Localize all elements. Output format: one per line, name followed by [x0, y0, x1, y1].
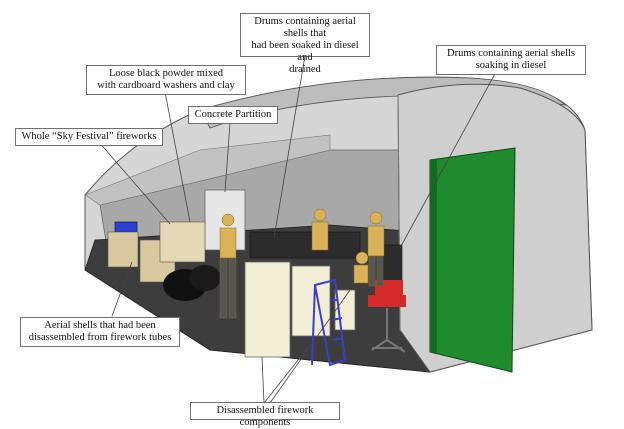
callout-drums-soaking: Drums containing aerial shells soaking i…	[436, 45, 586, 75]
figure-4-seated	[353, 251, 369, 284]
green-door-shadow	[430, 159, 437, 353]
figure-3	[367, 211, 385, 287]
black-powder-bag-2	[189, 265, 221, 291]
figure-2	[311, 208, 329, 251]
figure-1	[219, 213, 237, 319]
drums-back	[249, 231, 361, 259]
callout-concrete-partition: Concrete Partition	[188, 106, 278, 124]
callout-drums-drained: Drums containing aerial shells that had …	[240, 13, 370, 75]
callout-black-powder: Loose black powder mixed with cardboard …	[86, 65, 246, 95]
callout-aerial-shells: Aerial shells that had been disassembled…	[20, 317, 180, 347]
callout-firework-components: Disassembled firework components	[190, 402, 340, 428]
blue-trolley	[311, 278, 347, 367]
firework-box-stack-3	[159, 221, 206, 263]
red-chair-base	[371, 308, 406, 353]
green-door	[429, 147, 516, 373]
white-cabinet-1	[244, 261, 291, 358]
white-cabinet-2	[291, 265, 331, 337]
left-interior-wall	[84, 134, 331, 206]
leader-lines	[97, 55, 498, 404]
callout-sky-festival: Whole “Sky Festival” fireworks	[15, 128, 163, 146]
blue-crate	[114, 221, 138, 233]
firework-box-stack-1	[107, 231, 139, 268]
